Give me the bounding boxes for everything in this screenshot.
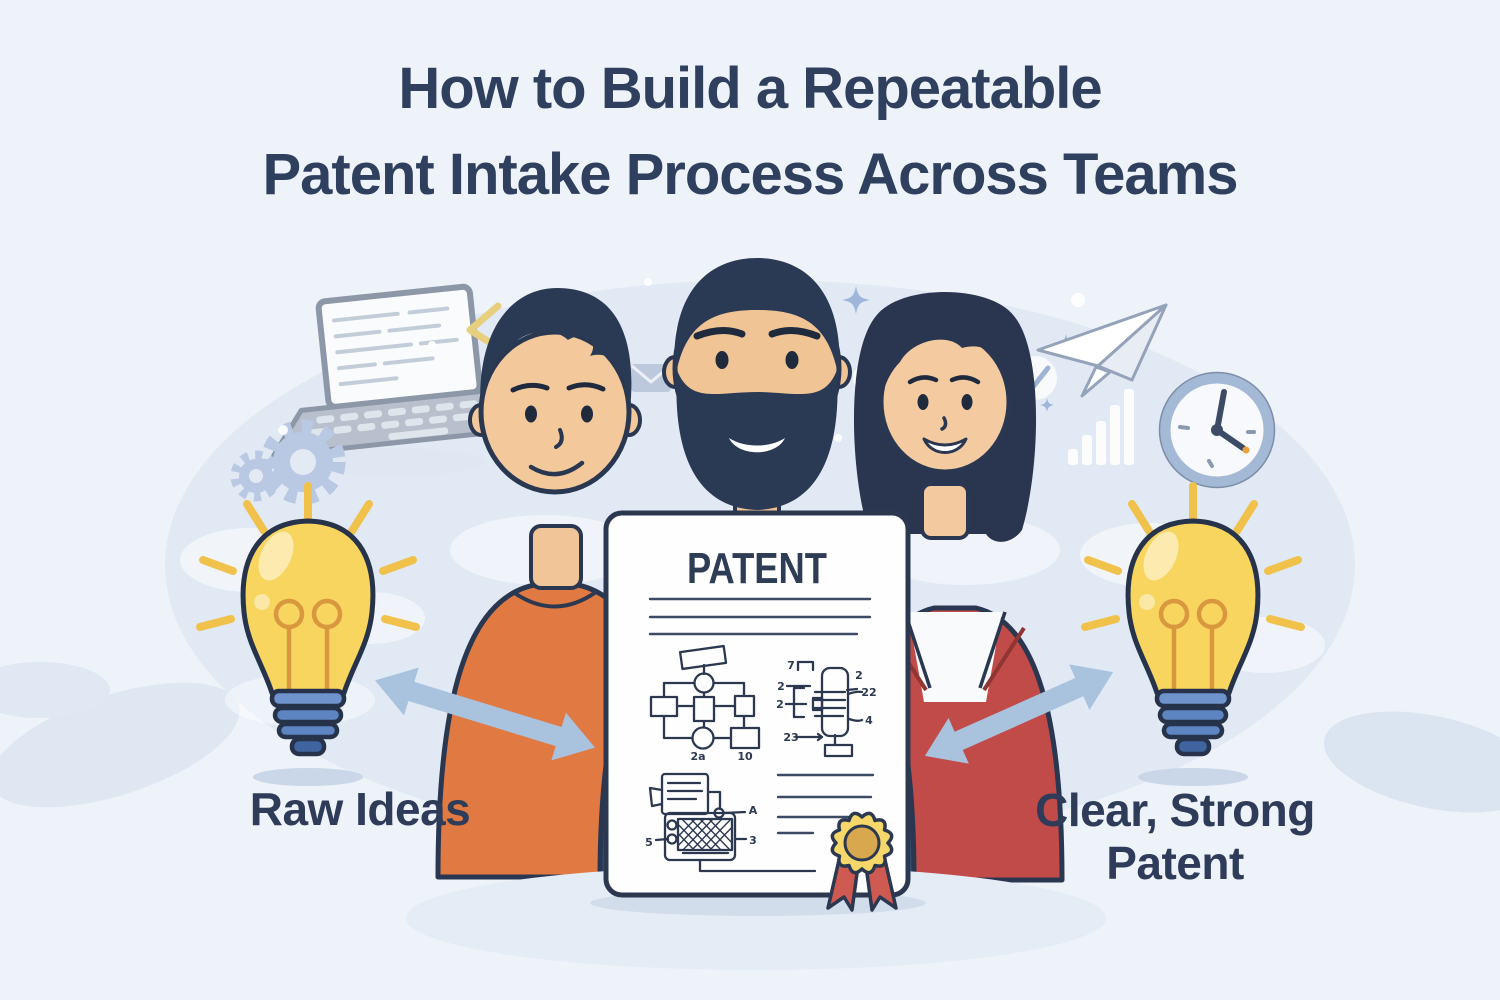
patent-heading: PATENT (687, 544, 827, 593)
label-clear-strong-patent: Clear, Strong Patent (1015, 784, 1335, 891)
double-arrow-left-icon (375, 667, 595, 761)
figure-ref-number: 3 (749, 834, 757, 847)
shirt-collar (514, 590, 598, 609)
figure-ref-number: 2a (690, 750, 705, 763)
white-top (908, 612, 1002, 702)
eye (961, 394, 973, 410)
main-title-line-1: How to Build a Repeatable (398, 56, 1102, 121)
bulb-highlight (254, 594, 270, 610)
figure-ref-number: 4 (865, 714, 873, 727)
document-title-lines (648, 597, 872, 636)
person-inventor-left (435, 288, 677, 880)
hair-fringe (880, 300, 1010, 400)
eye (715, 351, 729, 369)
eyebrow (907, 375, 939, 385)
beard (676, 370, 838, 510)
bulb-rays (1081, 482, 1305, 631)
double-arrow-right-icon (924, 664, 1114, 764)
eyebrow (510, 382, 550, 393)
bulb-highlight (258, 531, 294, 581)
swoosh-shape (0, 662, 110, 718)
nose (554, 428, 564, 449)
hair (674, 258, 840, 380)
main-title-line-2: Patent Intake Process Across Teams (262, 142, 1238, 207)
bulb-filament (1158, 598, 1228, 693)
figure-ref-number: 5 (645, 836, 653, 849)
smile (528, 460, 585, 477)
figure-ref-number: 2 (855, 669, 863, 682)
main-title: How to Build a Repeatable Patent Intake … (0, 46, 1500, 218)
label-output-line-2: Patent (1106, 837, 1244, 890)
figure-ref-number: 7 (787, 659, 795, 672)
paper-plane-icon (1036, 303, 1168, 398)
bulb-shadow (1138, 768, 1248, 786)
figure-ref-number: 2 (776, 698, 784, 711)
figure-ref-number: A (749, 804, 758, 817)
lightbulb-left-icon (196, 482, 420, 786)
eye (581, 405, 593, 423)
bulb-filament (273, 598, 343, 693)
patent-figure-flowchart: 2a 10 (649, 644, 761, 763)
figure-ref-number: 2 (777, 680, 785, 693)
eyebrow (693, 327, 746, 340)
bulb-shadow (253, 768, 363, 786)
eyebrow (768, 327, 821, 340)
nose (940, 416, 948, 431)
smile (729, 438, 785, 453)
eye (917, 394, 929, 410)
award-seal-icon (826, 811, 898, 912)
bulb-rays (196, 482, 420, 631)
swoosh-shape (1323, 711, 1500, 813)
gears-icon (230, 419, 346, 505)
figure-ref-number: 22 (861, 686, 876, 699)
bar-chart-icon (1068, 389, 1134, 465)
neck (529, 524, 583, 590)
lapel (978, 611, 1007, 689)
patent-figure-machine: 5 3 A (645, 772, 817, 873)
figure-ref-number: 23 (783, 731, 798, 744)
pool-rim (406, 866, 1106, 970)
bulb-base (1154, 688, 1232, 757)
lightbulb-right-icon (1081, 482, 1305, 786)
eyebrow (949, 375, 981, 385)
bulb-highlight (1139, 594, 1155, 610)
label-raw-ideas: Raw Ideas (249, 783, 471, 835)
seal-center (843, 824, 881, 862)
lapel (982, 626, 1026, 692)
eyebrow (566, 382, 606, 392)
patent-document: PATENT 2a 10 (590, 510, 926, 916)
hair (480, 288, 632, 418)
patent-figure-device: 7 2 2 2 22 4 23 (776, 659, 877, 758)
smile (922, 437, 968, 454)
eye (525, 405, 537, 423)
bulb-highlight (1143, 531, 1179, 581)
neck (920, 482, 970, 540)
figure-ref-number: 10 (737, 750, 753, 763)
swoosh-shape (0, 682, 240, 808)
bulb-base (269, 688, 347, 757)
clock-icon (1158, 371, 1276, 489)
label-output-line-1: Clear, Strong (1035, 784, 1315, 836)
eye (785, 351, 799, 369)
